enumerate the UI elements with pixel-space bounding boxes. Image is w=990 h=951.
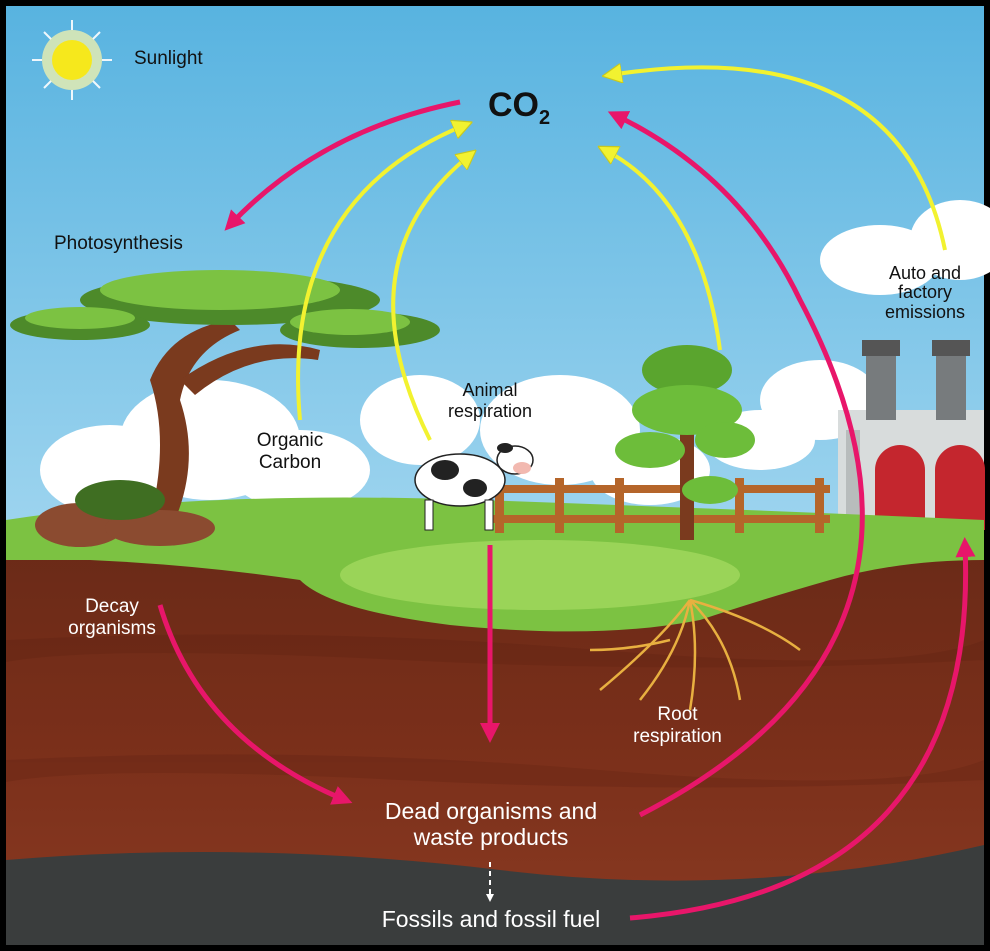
sun-icon bbox=[32, 20, 112, 100]
yellow-arrows bbox=[296, 67, 947, 441]
root-respiration-label: Root respiration bbox=[615, 704, 740, 748]
organic-carbon-label: Organic Carbon bbox=[240, 430, 340, 474]
root-respiration-line2: respiration bbox=[633, 725, 722, 747]
dead-to-co2-arrow bbox=[607, 111, 865, 818]
fossil-to-factory-arrow bbox=[629, 537, 976, 921]
photosynthesis-label: Photosynthesis bbox=[54, 233, 183, 254]
organic-carbon-arrow bbox=[296, 125, 465, 421]
fossils-label: Fossils and fossil fuel bbox=[381, 906, 601, 932]
sunlight-label: Sunlight bbox=[134, 48, 203, 69]
animal-respiration-arrow bbox=[391, 155, 470, 441]
grass-patch bbox=[340, 540, 740, 610]
auto-factory-line2: factory bbox=[897, 282, 953, 303]
co2-text: CO bbox=[488, 86, 539, 124]
rocks bbox=[35, 480, 215, 547]
small-tree bbox=[615, 345, 755, 540]
fence bbox=[490, 478, 830, 533]
co2-subscript: 2 bbox=[539, 107, 551, 129]
root-respiration-line1: Root bbox=[657, 704, 698, 725]
cow bbox=[414, 443, 534, 531]
organic-carbon-line1: Organic bbox=[256, 430, 324, 451]
tree-roots bbox=[589, 598, 801, 711]
animal-respiration-line1: Animal bbox=[462, 380, 518, 400]
co2-label: CO2 bbox=[488, 86, 550, 130]
soil-strata bbox=[6, 634, 984, 788]
dead-organisms-label: Dead organisms and waste products bbox=[360, 798, 622, 851]
pink-arrows bbox=[157, 99, 976, 921]
decay-line2: organisms bbox=[68, 617, 156, 639]
root-respiration-arrow bbox=[605, 150, 722, 351]
photosynthesis-arrow bbox=[224, 99, 461, 231]
bedrock bbox=[6, 845, 984, 945]
animal-respiration-line2: respiration bbox=[447, 400, 533, 421]
auto-factory-label: Auto and factory emissions bbox=[870, 263, 980, 322]
decay-line1: Decay bbox=[85, 596, 139, 617]
emissions-arrow bbox=[610, 67, 947, 251]
organic-carbon-line2: Carbon bbox=[258, 451, 322, 473]
decay-arrow bbox=[157, 604, 353, 805]
decay-organisms-label: Decay organisms bbox=[52, 596, 172, 640]
dead-organisms-line2: waste products bbox=[413, 824, 569, 851]
auto-factory-line1: Auto and bbox=[888, 263, 962, 283]
dead-organisms-line1: Dead organisms and bbox=[384, 798, 598, 824]
auto-factory-line3: emissions bbox=[884, 301, 966, 322]
animal-respiration-label: Animal respiration bbox=[430, 380, 550, 421]
